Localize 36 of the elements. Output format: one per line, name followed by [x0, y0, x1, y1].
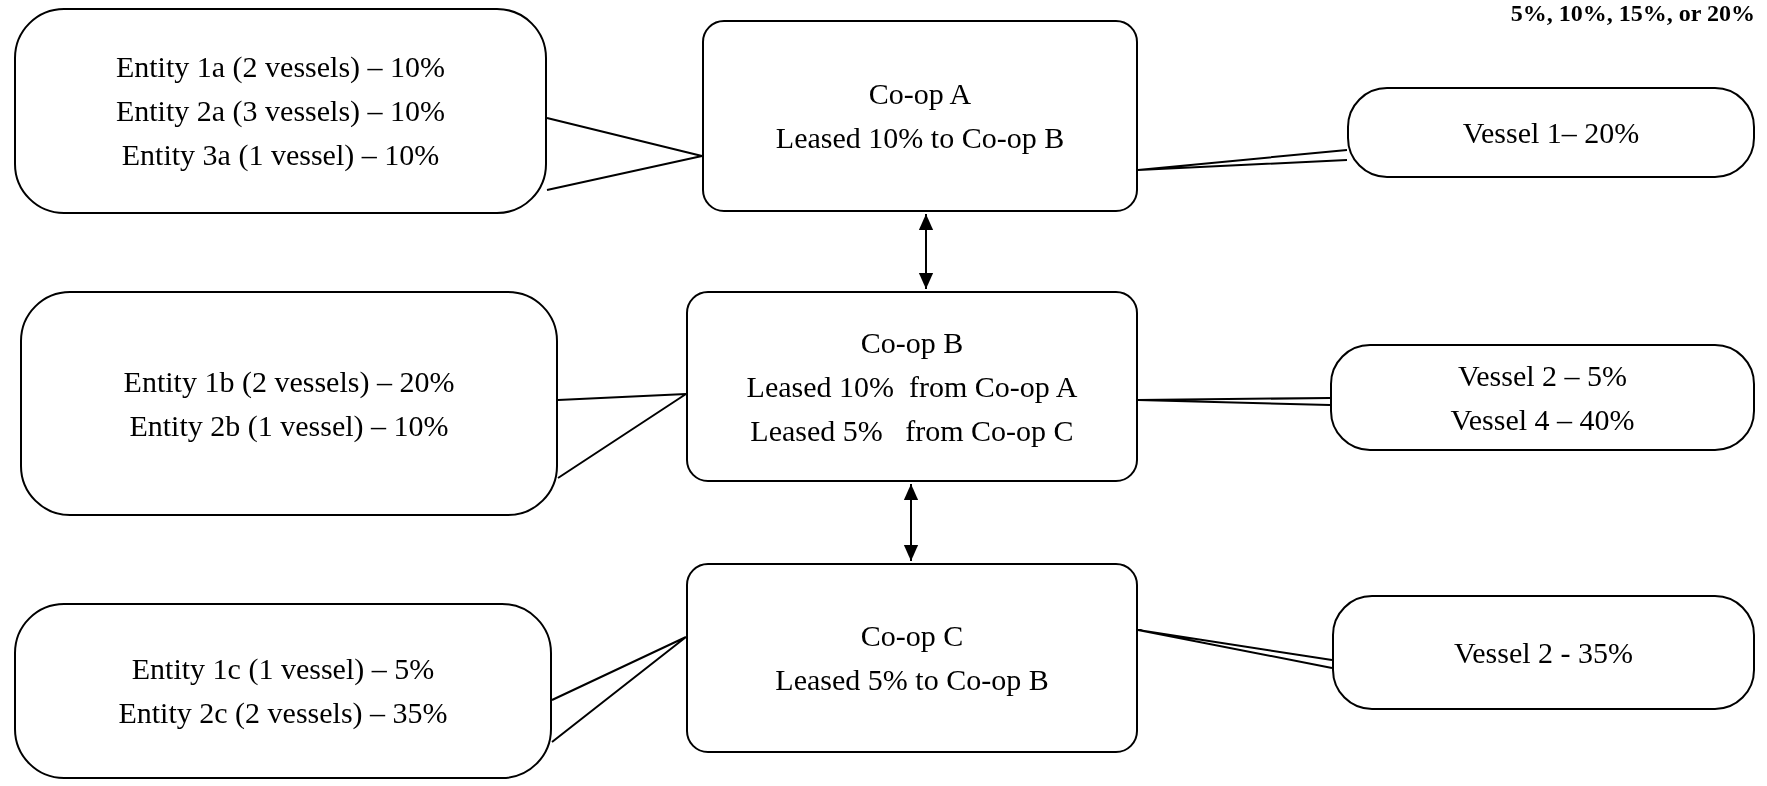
node-text: Co-op B — [860, 324, 964, 361]
node-text: Entity 2b (1 vessel) – 10% — [129, 407, 449, 444]
node-text: Co-op A — [868, 76, 972, 112]
callout-pointer — [551, 636, 687, 743]
node-text: Entity 1b (2 vessels) – 20% — [123, 363, 455, 400]
node-text: Vessel 1– 20% — [1462, 114, 1640, 151]
node-text: Vessel 2 – 5% — [1457, 357, 1628, 394]
node-text: Leased 10% from Co-op A — [746, 368, 1078, 405]
arrow — [918, 213, 934, 290]
node-text: Entity 1c (1 vessel) – 5% — [131, 651, 435, 687]
node-text: Entity 2a (3 vessels) – 10% — [115, 93, 446, 129]
node-text: Leased 10% to Co-op B — [775, 120, 1065, 156]
node-text: Entity 2c (2 vessels) – 35% — [118, 695, 448, 731]
callout-bubble — [20, 291, 558, 516]
process-box — [686, 291, 1138, 482]
note-text: 5%, 10%, 15%, or 20% — [1510, 0, 1755, 27]
callout-bubble — [14, 8, 547, 214]
arrow — [903, 483, 919, 562]
node-text: Co-op C — [860, 618, 964, 654]
callout-bubble — [1347, 87, 1755, 178]
node-text: Vessel 4 – 40% — [1450, 401, 1635, 438]
node-text: Leased 5% to Co-op B — [775, 662, 1049, 698]
callout-pointer — [1137, 149, 1348, 171]
callout-pointer — [1137, 397, 1331, 406]
callout-bubble — [14, 603, 552, 779]
node-text: Leased 5% from Co-op C — [750, 412, 1074, 449]
process-box — [702, 20, 1138, 212]
callout-bubble — [1330, 344, 1755, 451]
callout-pointer — [557, 393, 687, 479]
node-text: Entity 1a (2 vessels) – 10% — [115, 49, 446, 85]
callout-bubble — [1332, 595, 1755, 710]
node-text: Entity 3a (1 vessel) – 10% — [121, 137, 440, 173]
callout-pointer — [546, 117, 703, 191]
node-text: Vessel 2 - 35% — [1453, 634, 1634, 671]
callout-pointer — [1137, 629, 1333, 669]
process-box — [686, 563, 1138, 753]
